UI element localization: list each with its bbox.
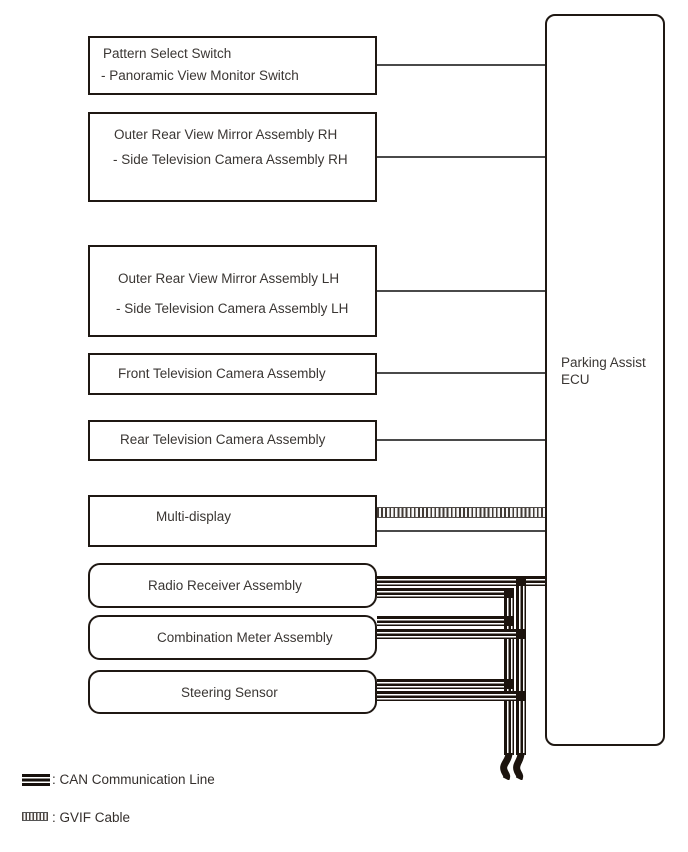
- can-junction: [504, 616, 514, 626]
- wire-multi-display-to-ecu: [377, 530, 545, 532]
- box-label: - Side Television Camera Assembly RH: [113, 152, 348, 167]
- ecu-label: ECU: [561, 372, 590, 387]
- box-label: Rear Television Camera Assembly: [120, 432, 326, 447]
- can-junction: [516, 691, 526, 701]
- can-bus-vertical-right: [516, 576, 526, 755]
- can-bus-vertical-left: [504, 588, 514, 755]
- can-junction: [516, 629, 526, 639]
- component-box-steering-sensor: Steering Sensor: [88, 670, 377, 714]
- can-junction: [504, 679, 514, 689]
- legend-gvif-label: : GVIF Cable: [52, 810, 131, 825]
- can-line-steering-lower: [377, 691, 526, 701]
- box-label: - Panoramic View Monitor Switch: [101, 68, 299, 83]
- component-box-mirror-rh: Outer Rear View Mirror Assembly RH - Sid…: [88, 112, 377, 202]
- can-junction: [516, 576, 526, 586]
- component-box-radio-receiver: Radio Receiver Assembly: [88, 563, 377, 608]
- box-label: Combination Meter Assembly: [157, 630, 333, 645]
- can-line-radio-upper: [377, 576, 546, 586]
- can-bus-tails: [500, 753, 525, 780]
- component-box-combination-meter: Combination Meter Assembly: [88, 615, 377, 660]
- component-box-rear-camera: Rear Television Camera Assembly: [88, 420, 377, 461]
- gvif-cable-line: [377, 507, 545, 518]
- wire-mirror-rh-to-ecu: [377, 156, 545, 158]
- can-line-meter-upper: [377, 616, 514, 626]
- box-label: - Side Television Camera Assembly LH: [116, 301, 349, 316]
- box-label: Radio Receiver Assembly: [148, 578, 302, 593]
- box-label: Multi-display: [156, 509, 232, 524]
- wire-mirror-lh-to-ecu: [377, 290, 545, 292]
- wire-pattern-select-to-ecu: [377, 64, 545, 66]
- box-label: Outer Rear View Mirror Assembly LH: [118, 271, 340, 286]
- box-label: Steering Sensor: [181, 685, 278, 700]
- ecu-label: Parking Assist: [561, 355, 646, 370]
- can-line-radio-lower: [377, 588, 514, 598]
- legend-gvif-cable-swatch: [22, 812, 48, 821]
- wire-rear-camera-to-ecu: [377, 439, 545, 441]
- component-box-pattern-select-switch: Pattern Select Switch - Panoramic View M…: [88, 36, 377, 95]
- component-box-mirror-lh: Outer Rear View Mirror Assembly LH - Sid…: [88, 245, 377, 337]
- can-line-meter-lower: [377, 629, 526, 639]
- wire-front-camera-to-ecu: [377, 372, 545, 374]
- legend-can-line-swatch: [22, 774, 50, 786]
- component-box-parking-assist-ecu: Parking Assist ECU: [545, 14, 665, 746]
- can-line-steering-upper: [377, 679, 514, 689]
- component-box-front-camera: Front Television Camera Assembly: [88, 353, 377, 395]
- component-box-multi-display: Multi-display: [88, 495, 377, 547]
- box-label: Front Television Camera Assembly: [118, 366, 326, 381]
- can-junction: [504, 588, 514, 598]
- box-label: Pattern Select Switch: [103, 46, 232, 61]
- box-label: Outer Rear View Mirror Assembly RH: [114, 127, 338, 142]
- legend-can-label: : CAN Communication Line: [52, 772, 215, 787]
